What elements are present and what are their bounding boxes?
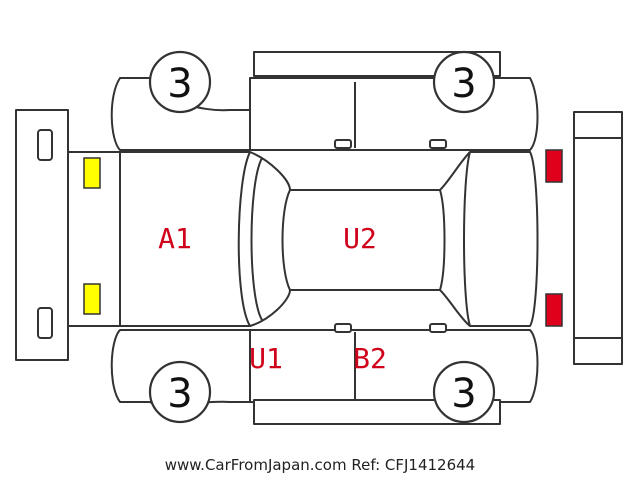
taillight-right — [545, 293, 563, 327]
tire-rear-left: 3 — [432, 50, 496, 114]
rear-bumper — [573, 111, 623, 365]
tire-rear-right-grade: 3 — [451, 371, 476, 417]
front-bumper — [15, 109, 69, 361]
damage-code-hood: A1 — [158, 222, 192, 255]
damage-code-roof: U2 — [343, 222, 377, 255]
credit-text: www.CarFromJapan.com Ref: CFJ1412644 — [165, 456, 475, 474]
tire-front-left-grade: 3 — [167, 61, 192, 107]
damage-code-rear-side: B2 — [353, 342, 387, 375]
tire-rear-right: 3 — [432, 360, 496, 424]
taillight-left — [545, 149, 563, 183]
tire-front-left: 3 — [148, 50, 212, 114]
headlight-left — [83, 157, 101, 189]
main-body — [67, 151, 539, 327]
damage-code-front-side: U1 — [249, 342, 283, 375]
tire-rear-left-grade: 3 — [451, 61, 476, 107]
tire-front-right-grade: 3 — [167, 371, 192, 417]
headlight-right — [83, 283, 101, 315]
tire-front-right: 3 — [148, 360, 212, 424]
